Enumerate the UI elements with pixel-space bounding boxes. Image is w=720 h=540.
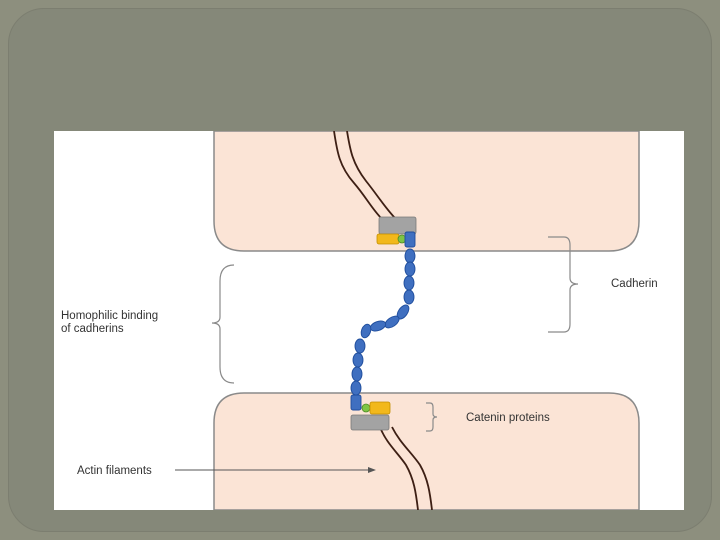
cadherin-label: Cadherin — [611, 278, 658, 290]
cadherin-diagram: Homophilic binding of cadherins Cadherin… — [54, 131, 684, 510]
lower-cell — [214, 393, 639, 510]
catenin-label: Catenin proteins — [466, 412, 550, 424]
homophilic-label-line1: Homophilic binding — [61, 310, 158, 322]
homophilic-bracket — [212, 265, 234, 383]
homophilic-label-line2: of cadherins — [61, 323, 124, 335]
cadherin-chain — [351, 232, 415, 410]
figure-panel: Homophilic binding of cadherins Cadherin… — [54, 131, 684, 510]
actin-label: Actin filaments — [77, 465, 152, 477]
upper-cell — [214, 131, 639, 251]
